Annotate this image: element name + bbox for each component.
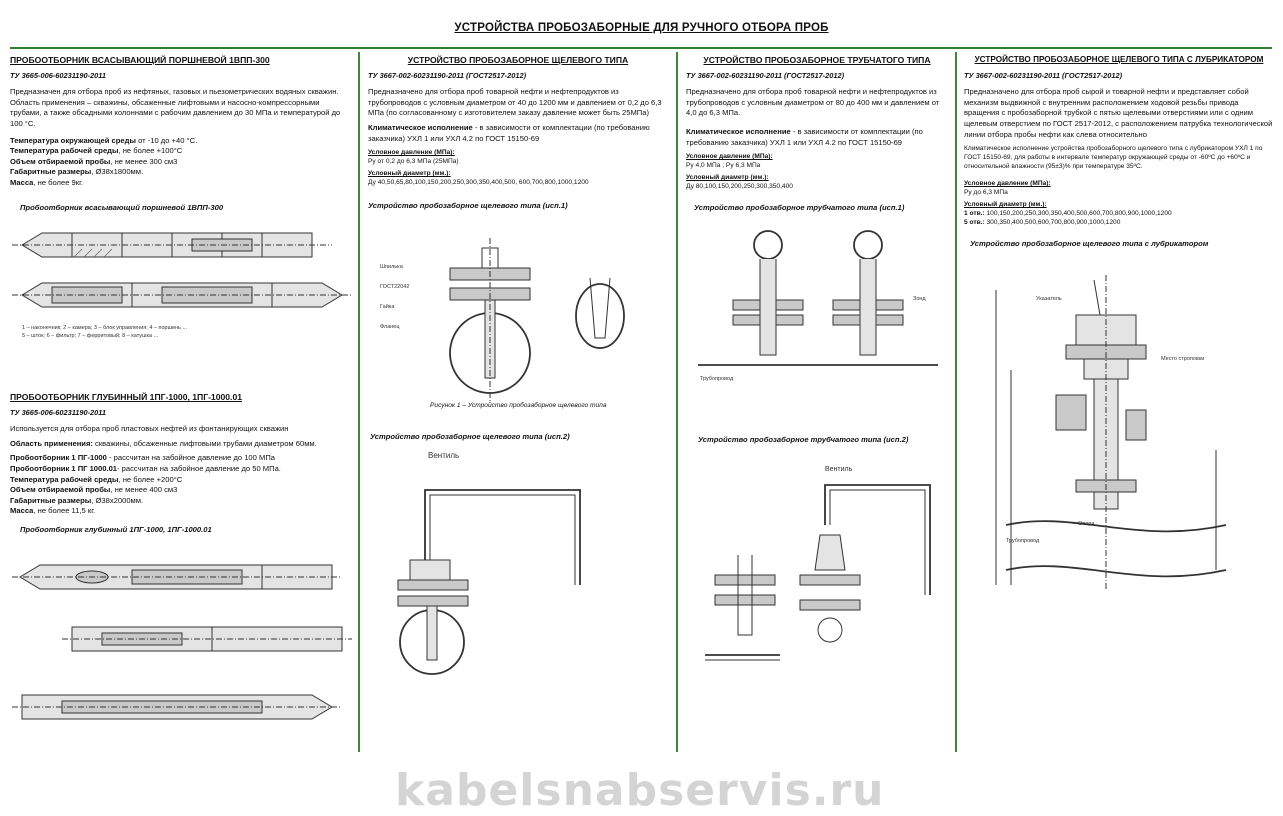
tube-type-drawing-1: Трубопровод Зонд (698, 230, 938, 382)
figure-caption: Пробоотборник всасывающий поршневой 1ВПП… (20, 202, 224, 212)
tu-code: ТУ 3665-006-60231190-2011 (10, 407, 106, 417)
pressure: Условное давление (МПа):Ру до 6,3 МПа (964, 180, 1051, 197)
figure-caption: Устройство пробозаборное щелевого типа с… (970, 239, 1209, 249)
zond-label: Зонд (913, 296, 926, 302)
specs: Температура окружающей среды от -10 до +… (10, 135, 198, 187)
column-separator-1 (358, 52, 360, 752)
description: Предназначено для отбора проб товарной н… (368, 87, 662, 118)
svg-text:Шпилька: Шпилька (380, 264, 404, 270)
column-tube-type: УСТРОЙСТВО ПРОБОЗАБОРНОЕ ТРУБЧАТОГО ТИПА… (686, 55, 948, 214)
pressure: Условное давление (МПа):Ру 4,0 МПа ; Ру … (686, 153, 773, 170)
section-title: ПРОБООТБОРНИК ГЛУБИННЫЙ 1ПГ-1000, 1ПГ-10… (10, 392, 242, 402)
ventil-label: Вентиль (825, 466, 853, 473)
climate: Климатическое исполнение устройства проб… (964, 145, 1263, 171)
title-rule (10, 47, 1272, 49)
tu-code: ТУ 3665-006-60231190-2011 (10, 70, 106, 80)
column-separator-3 (955, 52, 957, 752)
lubricator-drawing: Указатель Место строповки Трубопровод Оп… (995, 275, 1227, 590)
tu-code: ТУ 3667-002-60231190-2011 (ГОСТ2517-2012… (964, 70, 1123, 80)
pointer-label: Указатель (1036, 296, 1062, 302)
column-slot-type: УСТРОЙСТВО ПРОБОЗАБОРНОЕ ЩЕЛЕВОГО ТИПА Т… (368, 55, 668, 212)
section-title: УСТРОЙСТВО ПРОБОЗАБОРНОЕ ТРУБЧАТОГО ТИПА (703, 55, 931, 65)
climate: Климатическое исполнение - в зависимости… (368, 122, 650, 143)
slot-type-drawing-2: Вентиль (397, 451, 581, 675)
pressure: Условное давление (МПа):Ру от 0,2 до 6,3… (368, 149, 459, 166)
pipe-label: Трубопровод (700, 376, 734, 382)
column-piston-sampler: ПРОБООТБОРНИК ВСАСЫВАЮЩИЙ ПОРШНЕВОЙ 1ВПП… (10, 55, 350, 213)
svg-text:Гайка: Гайка (380, 303, 395, 310)
deep-sampler-drawing (12, 564, 352, 720)
ventil-label: Вентиль (428, 451, 459, 460)
figure-caption: Пробоотборник глубинный 1ПГ-1000, 1ПГ-10… (20, 524, 212, 534)
tu-code: ТУ 3667-002-60231190-2011 (ГОСТ2517-2012… (686, 70, 845, 80)
description: Предназначено для отбора проб сырой и то… (964, 87, 1273, 139)
diameter: Условный диаметр (мм.):Ду 40,50,65,80,10… (368, 170, 589, 187)
pipe-label: Трубопровод (1006, 538, 1040, 544)
description: Используется для отбора проб пластовых н… (10, 424, 289, 434)
figure-caption-1: Устройство пробозаборное щелевого типа (… (368, 201, 568, 211)
slot-type-drawing-1: Шпилька ГОСТ22042 Гайка Фланец (380, 238, 625, 403)
tu-code: ТУ 3667-002-60231190-2011 (ГОСТ2517-2012… (368, 70, 527, 80)
svg-text:1 – наконечник; 2 – камера; 3: 1 – наконечник; 2 – камера; 3 – блок упр… (22, 325, 188, 331)
section-title: ПРОБООТБОРНИК ВСАСЫВАЮЩИЙ ПОРШНЕВОЙ 1ВПП… (10, 55, 270, 65)
climate: Климатическое исполнение - в зависимости… (686, 126, 923, 147)
tube-type-drawing-2: Вентиль (705, 466, 931, 661)
svg-text:5 – шток; 6 – фильтр; 7 – ферр: 5 – шток; 6 – фильтр; 7 – ферритовый; 8 … (22, 332, 159, 339)
figure-caption-2: Устройство пробозаборное трубчатого типа… (698, 435, 909, 444)
diameter: Условный диаметр (мм.): 1 отв.: 100,150,… (964, 201, 1172, 227)
section-title: УСТРОЙСТВО ПРОБОЗАБОРНОЕ ЩЕЛЕВОГО ТИПА (407, 55, 629, 65)
description: Предназначено для отбора проб товарной н… (686, 87, 940, 118)
application-area: Область применения: скважины, обсаженные… (10, 438, 317, 448)
section-title: УСТРОЙСТВО ПРОБОЗАБОРНОЕ ЩЕЛЕВОГО ТИПА С… (974, 55, 1264, 64)
svg-text:ГОСТ22042: ГОСТ22042 (380, 284, 409, 290)
page-title: УСТРОЙСТВА ПРОБОЗАБОРНЫЕ ДЛЯ РУЧНОГО ОТБ… (454, 22, 829, 34)
svg-text:Фланец: Фланец (380, 324, 400, 330)
column-separator-2 (676, 52, 678, 752)
description: Предназначен для отбора проб из нефтяных… (10, 87, 341, 128)
watermark: kabelsnabservis.ru (395, 765, 885, 816)
piston-sampler-drawing: 1 – наконечник; 2 – камера; 3 – блок упр… (12, 232, 352, 339)
support-label: Опора (1078, 521, 1095, 527)
figure-caption-1: Устройство пробозаборное трубчатого типа… (694, 203, 905, 213)
figure-caption-2: Устройство пробозаборное щелевого типа (… (370, 432, 570, 441)
diameter: Условный диаметр (мм.):Ду 80,100,150,200… (686, 174, 793, 191)
gear-label: Место строповки (1161, 356, 1204, 362)
specs: Пробоотборник 1 ПГ-1000 - рассчитан на з… (10, 453, 281, 516)
column-deep-sampler: ПРОБООТБОРНИК ГЛУБИННЫЙ 1ПГ-1000, 1ПГ-10… (10, 392, 350, 536)
figure-note: Рисунок 1 – Устройство пробозаборное щел… (430, 402, 607, 409)
column-lubricator: УСТРОЙСТВО ПРОБОЗАБОРНОЕ ЩЕЛЕВОГО ТИПА С… (964, 55, 1274, 250)
